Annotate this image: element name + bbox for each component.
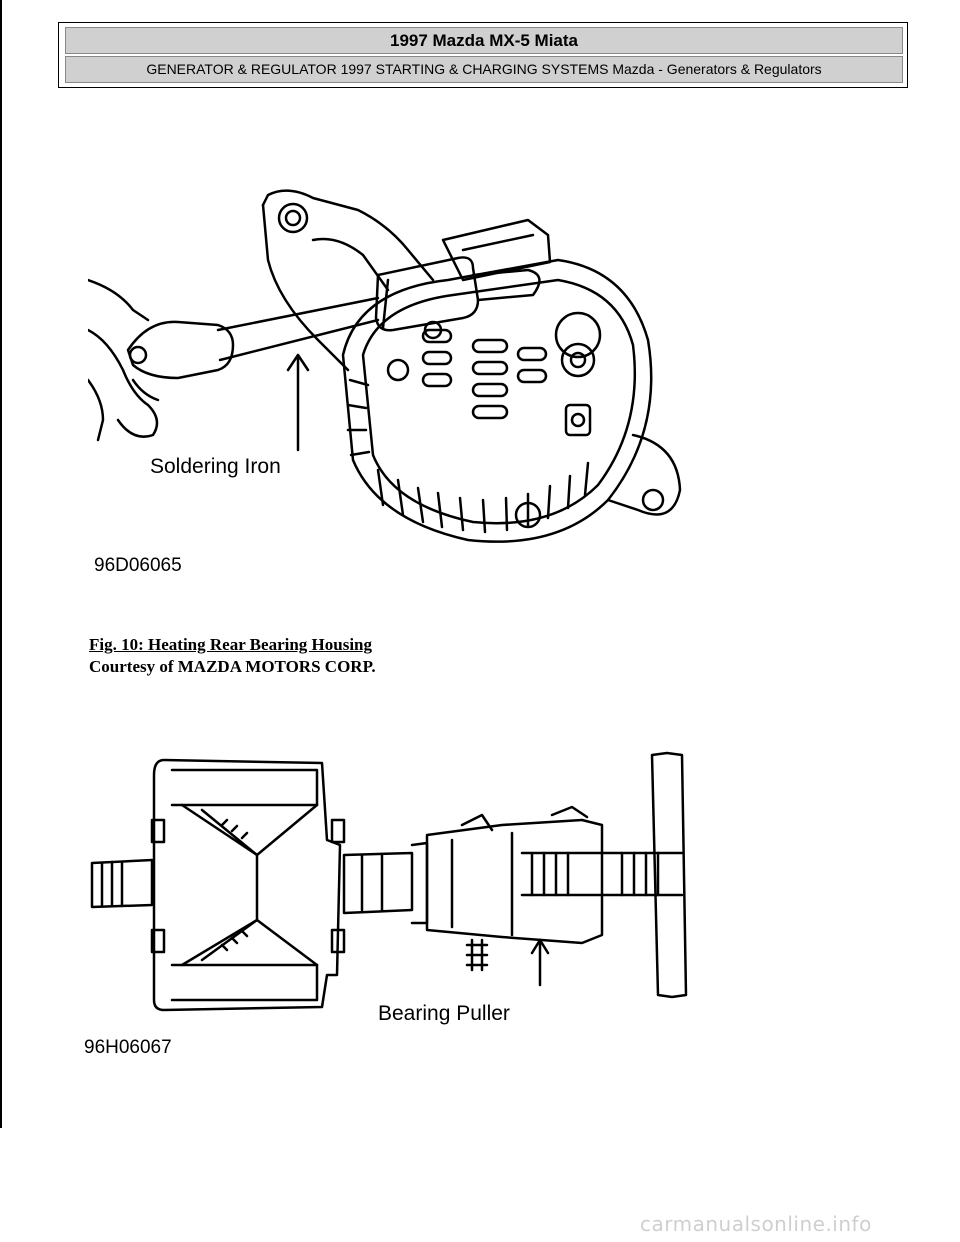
figure2-code: 96H06067 [84, 1037, 172, 1055]
figure1-caption-title: Fig. 10: Heating Rear Bearing Housing [89, 635, 373, 654]
figure-bearing-puller-illustration: Bearing Puller 96H06067 [84, 751, 688, 1055]
document-header: 1997 Mazda MX-5 Miata GENERATOR & REGULA… [58, 22, 908, 88]
figure1-code: 96D06065 [94, 555, 182, 576]
figure1-caption: Fig. 10: Heating Rear Bearing Housing Co… [89, 634, 376, 678]
header-subtitle: GENERATOR & REGULATOR 1997 STARTING & CH… [65, 56, 903, 83]
figure1-callout-label: Soldering Iron [150, 455, 281, 478]
figure-soldering-iron-illustration: Soldering Iron 96D06065 [88, 189, 682, 576]
watermark-text: carmanualsonline.info [640, 1212, 872, 1236]
figure2-callout-label: Bearing Puller [378, 1002, 510, 1025]
figure1-caption-credit: Courtesy of MAZDA MOTORS CORP. [89, 657, 376, 676]
page-left-rule [0, 0, 2, 1128]
header-title: 1997 Mazda MX-5 Miata [65, 27, 903, 54]
